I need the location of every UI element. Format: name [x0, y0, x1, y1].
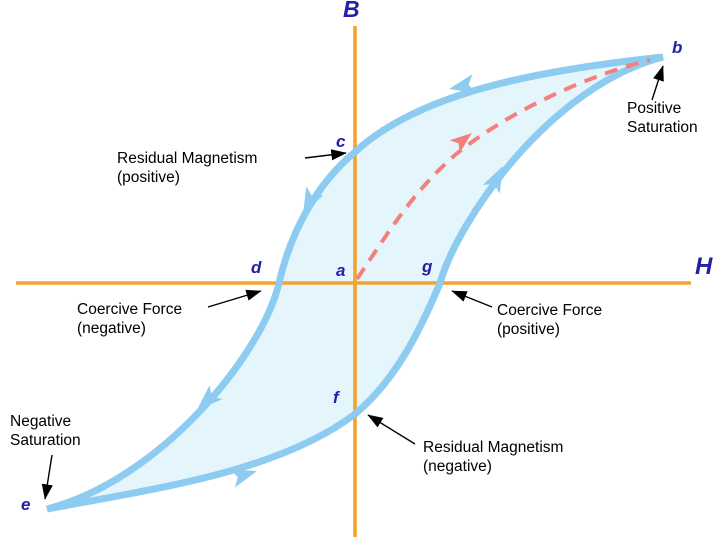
positive-saturation-arrow	[651, 65, 664, 101]
annotation-line: Residual Magnetism	[117, 150, 258, 167]
magnetization-direction-arrow	[449, 133, 472, 153]
annotation-line: Residual Magnetism	[423, 439, 564, 456]
positive-saturation-label: Positive Saturation	[627, 99, 698, 137]
loop-direction-arrow	[229, 469, 257, 488]
annotation-line: (positive)	[497, 321, 560, 338]
point-label-d: d	[251, 258, 262, 277]
point-label-b: b	[672, 38, 683, 57]
point-label-c: c	[336, 132, 346, 151]
coercive-force-positive-arrow	[451, 290, 493, 308]
residual-magnetism-negative-arrow	[367, 414, 416, 445]
negative-saturation-arrow	[41, 454, 53, 500]
annotation-line: Coercive Force	[77, 301, 183, 318]
coercive-force-positive-label: Coercive Force (positive)	[497, 301, 602, 339]
coercive-force-negative-arrow	[207, 289, 262, 308]
residual-magnetism-positive-arrow	[304, 149, 347, 161]
annotation-line: (negative)	[423, 458, 492, 475]
coercive-force-negative-label: Coercive Force (negative)	[77, 300, 182, 338]
annotation-line: Positive	[627, 100, 682, 117]
negative-saturation-label: Negative Saturation	[10, 412, 81, 450]
point-label-a: a	[336, 261, 346, 280]
annotation-line: Coercive Force	[497, 302, 603, 319]
annotation-line: Saturation	[627, 119, 698, 136]
point-label-f: f	[333, 388, 339, 407]
loop-direction-arrow	[482, 166, 503, 194]
annotation-line: Saturation	[10, 432, 81, 449]
annotation-line: Negative	[10, 413, 72, 430]
point-label-g: g	[422, 257, 433, 276]
loop-direction-arrow	[449, 74, 477, 93]
annotation-line: (negative)	[77, 320, 146, 337]
point-label-e: e	[21, 495, 31, 514]
residual-magnetism-negative-label: Residual Magnetism (negative)	[423, 438, 563, 476]
annotation-line: (positive)	[117, 169, 180, 186]
initial-magnetization-curve	[355, 58, 651, 281]
b-axis-label: B	[343, 0, 360, 22]
h-axis-label: H	[695, 253, 713, 280]
residual-magnetism-positive-label: Residual Magnetism (positive)	[117, 149, 257, 187]
loop-direction-arrow	[197, 385, 223, 410]
hysteresis-loop	[46, 53, 664, 513]
loop-direction-arrow	[303, 186, 324, 214]
